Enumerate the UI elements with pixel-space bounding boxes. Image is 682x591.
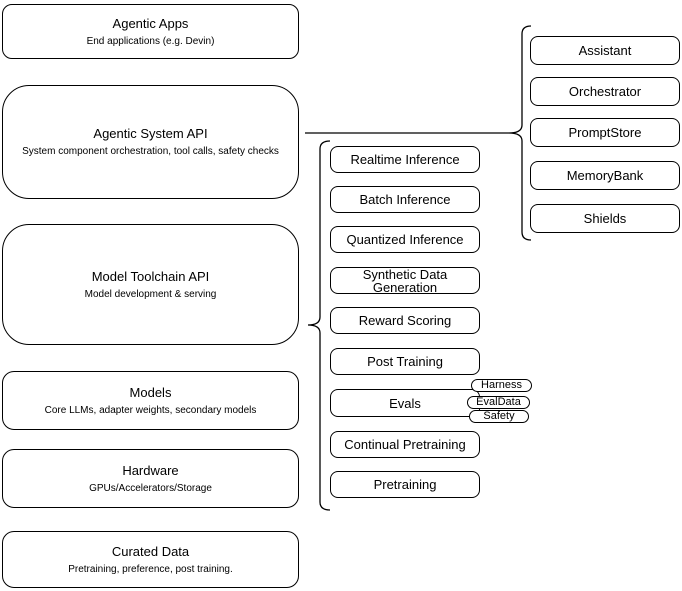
layer-title: Curated Data <box>111 543 190 559</box>
component-box-memorybank: MemoryBank <box>530 161 680 190</box>
layer-box-curated-data: Curated Data Pretraining, preference, po… <box>2 531 299 588</box>
layer-box-agentic-apps: Agentic Apps End applications (e.g. Devi… <box>2 4 299 59</box>
layer-title: Models <box>129 384 172 400</box>
component-box-promptstore: PromptStore <box>530 118 680 147</box>
layer-title: Agentic Apps <box>112 15 189 31</box>
toolchain-box-realtime-inference: Realtime Inference <box>330 146 480 173</box>
layer-title: Agentic System API <box>93 126 208 141</box>
toolchain-brace <box>307 140 331 511</box>
evals-tag-evaldata: EvalData <box>467 396 530 409</box>
layer-subtitle: Core LLMs, adapter weights, secondary mo… <box>44 404 257 416</box>
toolchain-box-synthetic-data-generation: Synthetic Data Generation <box>330 267 480 294</box>
layer-box-hardware: Hardware GPUs/Accelerators/Storage <box>2 449 299 508</box>
layer-subtitle: GPUs/Accelerators/Storage <box>89 482 212 494</box>
layer-title: Hardware <box>122 462 179 478</box>
toolchain-box-evals: Evals <box>330 389 480 417</box>
toolchain-box-reward-scoring: Reward Scoring <box>330 307 480 334</box>
toolchain-box-post-training: Post Training <box>330 348 480 375</box>
toolchain-box-batch-inference: Batch Inference <box>330 186 480 213</box>
toolchain-box-continual-pretraining: Continual Pretraining <box>330 431 480 458</box>
layer-box-model-toolchain-api: Model Toolchain API Model development & … <box>2 224 299 345</box>
components-brace <box>508 25 532 241</box>
layer-box-models: Models Core LLMs, adapter weights, secon… <box>2 371 299 430</box>
component-box-orchestrator: Orchestrator <box>530 77 680 106</box>
layer-title: Model Toolchain API <box>91 268 210 284</box>
layer-subtitle: Model development & serving <box>84 288 217 300</box>
layer-subtitle: System component orchestration, tool cal… <box>22 146 279 157</box>
evals-tag-harness: Harness <box>471 379 532 392</box>
evals-tag-safety: Safety <box>469 410 529 423</box>
toolchain-box-quantized-inference: Quantized Inference <box>330 226 480 253</box>
layer-subtitle: End applications (e.g. Devin) <box>86 35 215 47</box>
layer-box-agentic-system-api: Agentic System API System component orch… <box>2 85 299 199</box>
component-box-assistant: Assistant <box>530 36 680 65</box>
component-box-shields: Shields <box>530 204 680 233</box>
toolchain-box-pretraining: Pretraining <box>330 471 480 498</box>
layer-subtitle: Pretraining, preference, post training. <box>68 563 233 575</box>
